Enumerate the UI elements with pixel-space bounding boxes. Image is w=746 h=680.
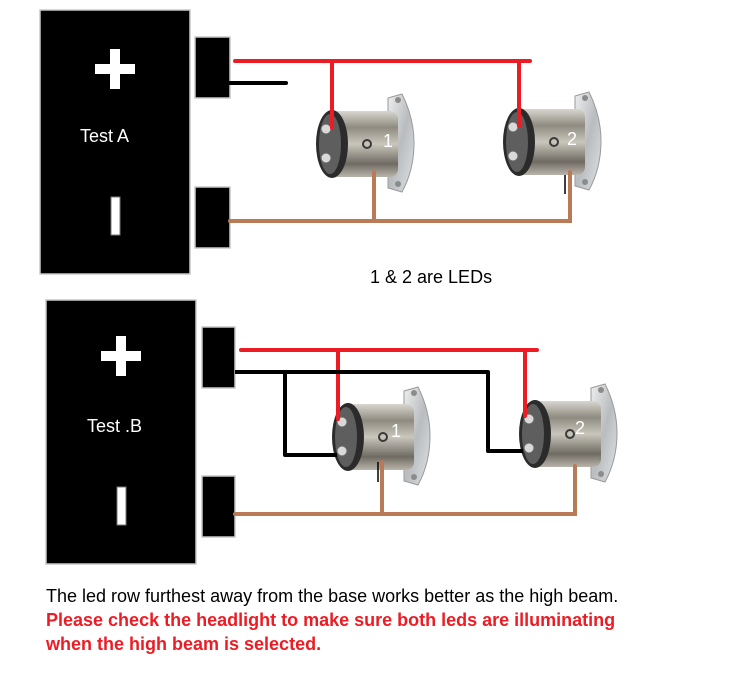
test-a-label: Test A (80, 126, 129, 146)
note-line-1: The led row furthest away from the base … (46, 586, 619, 606)
test-b-negative-terminal (201, 475, 236, 538)
led-number: 1 (383, 131, 393, 151)
note-warning-line-1: Please check the headlight to make sure … (46, 610, 616, 630)
test-b-led-1: 1 (331, 386, 431, 486)
test-a-negative-terminal (194, 186, 231, 249)
test-b-label: Test .B (87, 416, 142, 436)
test-b-group: Test .B 1 2 (45, 299, 618, 565)
test-a-positive-wire (233, 59, 532, 130)
test-a-positive-terminal (194, 36, 231, 99)
minus-icon (110, 196, 121, 236)
test-a-led-1: 1 (315, 93, 415, 193)
note-warning-line-2: when the high beam is selected. (46, 634, 322, 654)
test-b-signal-wire (235, 370, 523, 457)
instructions-note: The led row furthest away from the base … (46, 584, 746, 656)
test-b-positive-wire (239, 348, 539, 421)
led-number: 2 (567, 129, 577, 149)
minus-icon (116, 486, 127, 526)
led-number: 2 (575, 418, 585, 438)
test-b-led-2: 2 (518, 383, 618, 483)
test-a-group: Test A 1 2 (39, 9, 602, 275)
test-b-positive-terminal (201, 326, 236, 389)
plus-icon (101, 336, 141, 376)
led-number: 1 (391, 421, 401, 441)
test-a-ground-wire (228, 170, 572, 223)
led-caption: 1 & 2 are LEDs (370, 267, 492, 287)
test-b-ground-wire (233, 460, 577, 516)
plus-icon (95, 49, 135, 89)
test-a-led-2: 2 (502, 91, 602, 191)
